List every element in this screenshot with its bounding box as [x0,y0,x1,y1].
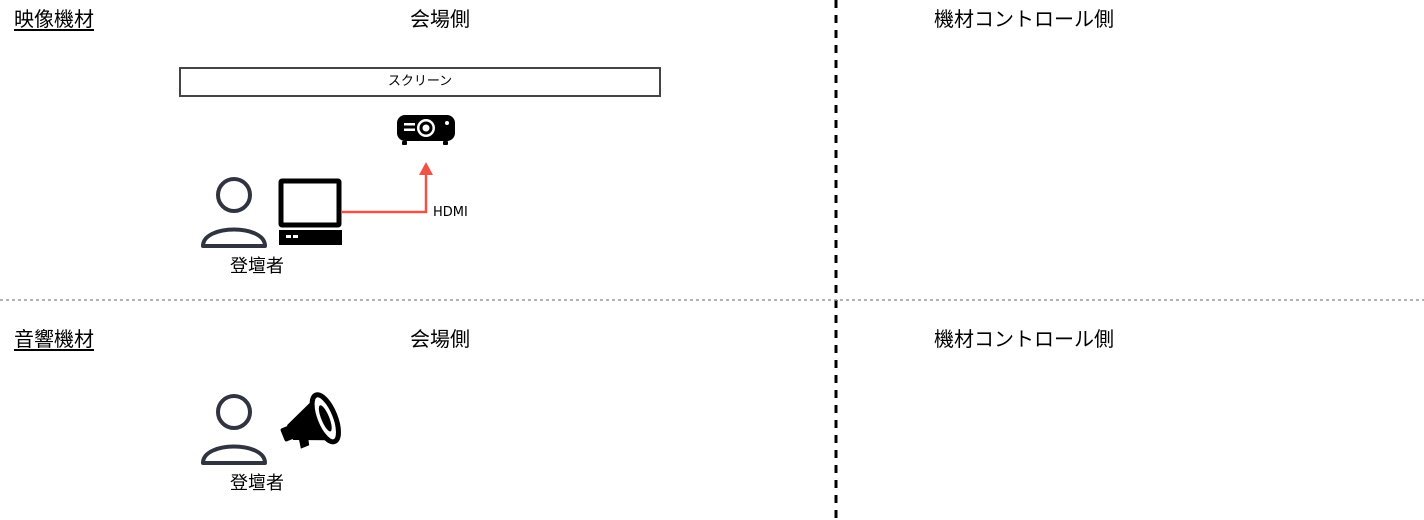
hdmi-cable [342,162,433,214]
video-venue-side-label: 会場側 [410,7,470,31]
video-presenter-label: 登壇者 [230,256,284,277]
audio-presenter-label: 登壇者 [230,473,284,494]
presenter-person-icon [201,177,267,248]
audio-section-title: 音響機材 [14,327,94,351]
audio-control-side-label: 機材コントロール側 [934,327,1114,351]
computer-icon [278,178,342,245]
screen-label: スクリーン [387,74,453,89]
screen-box: スクリーン [179,67,661,97]
video-section-title: 映像機材 [14,7,94,31]
audio-presenter-person-icon [201,394,267,465]
projector-icon [397,115,455,145]
megaphone-icon [280,392,341,449]
audio-venue-side-label: 会場側 [410,327,470,351]
hdmi-label: HDMI [433,205,468,220]
video-control-side-label: 機材コントロール側 [934,7,1114,31]
